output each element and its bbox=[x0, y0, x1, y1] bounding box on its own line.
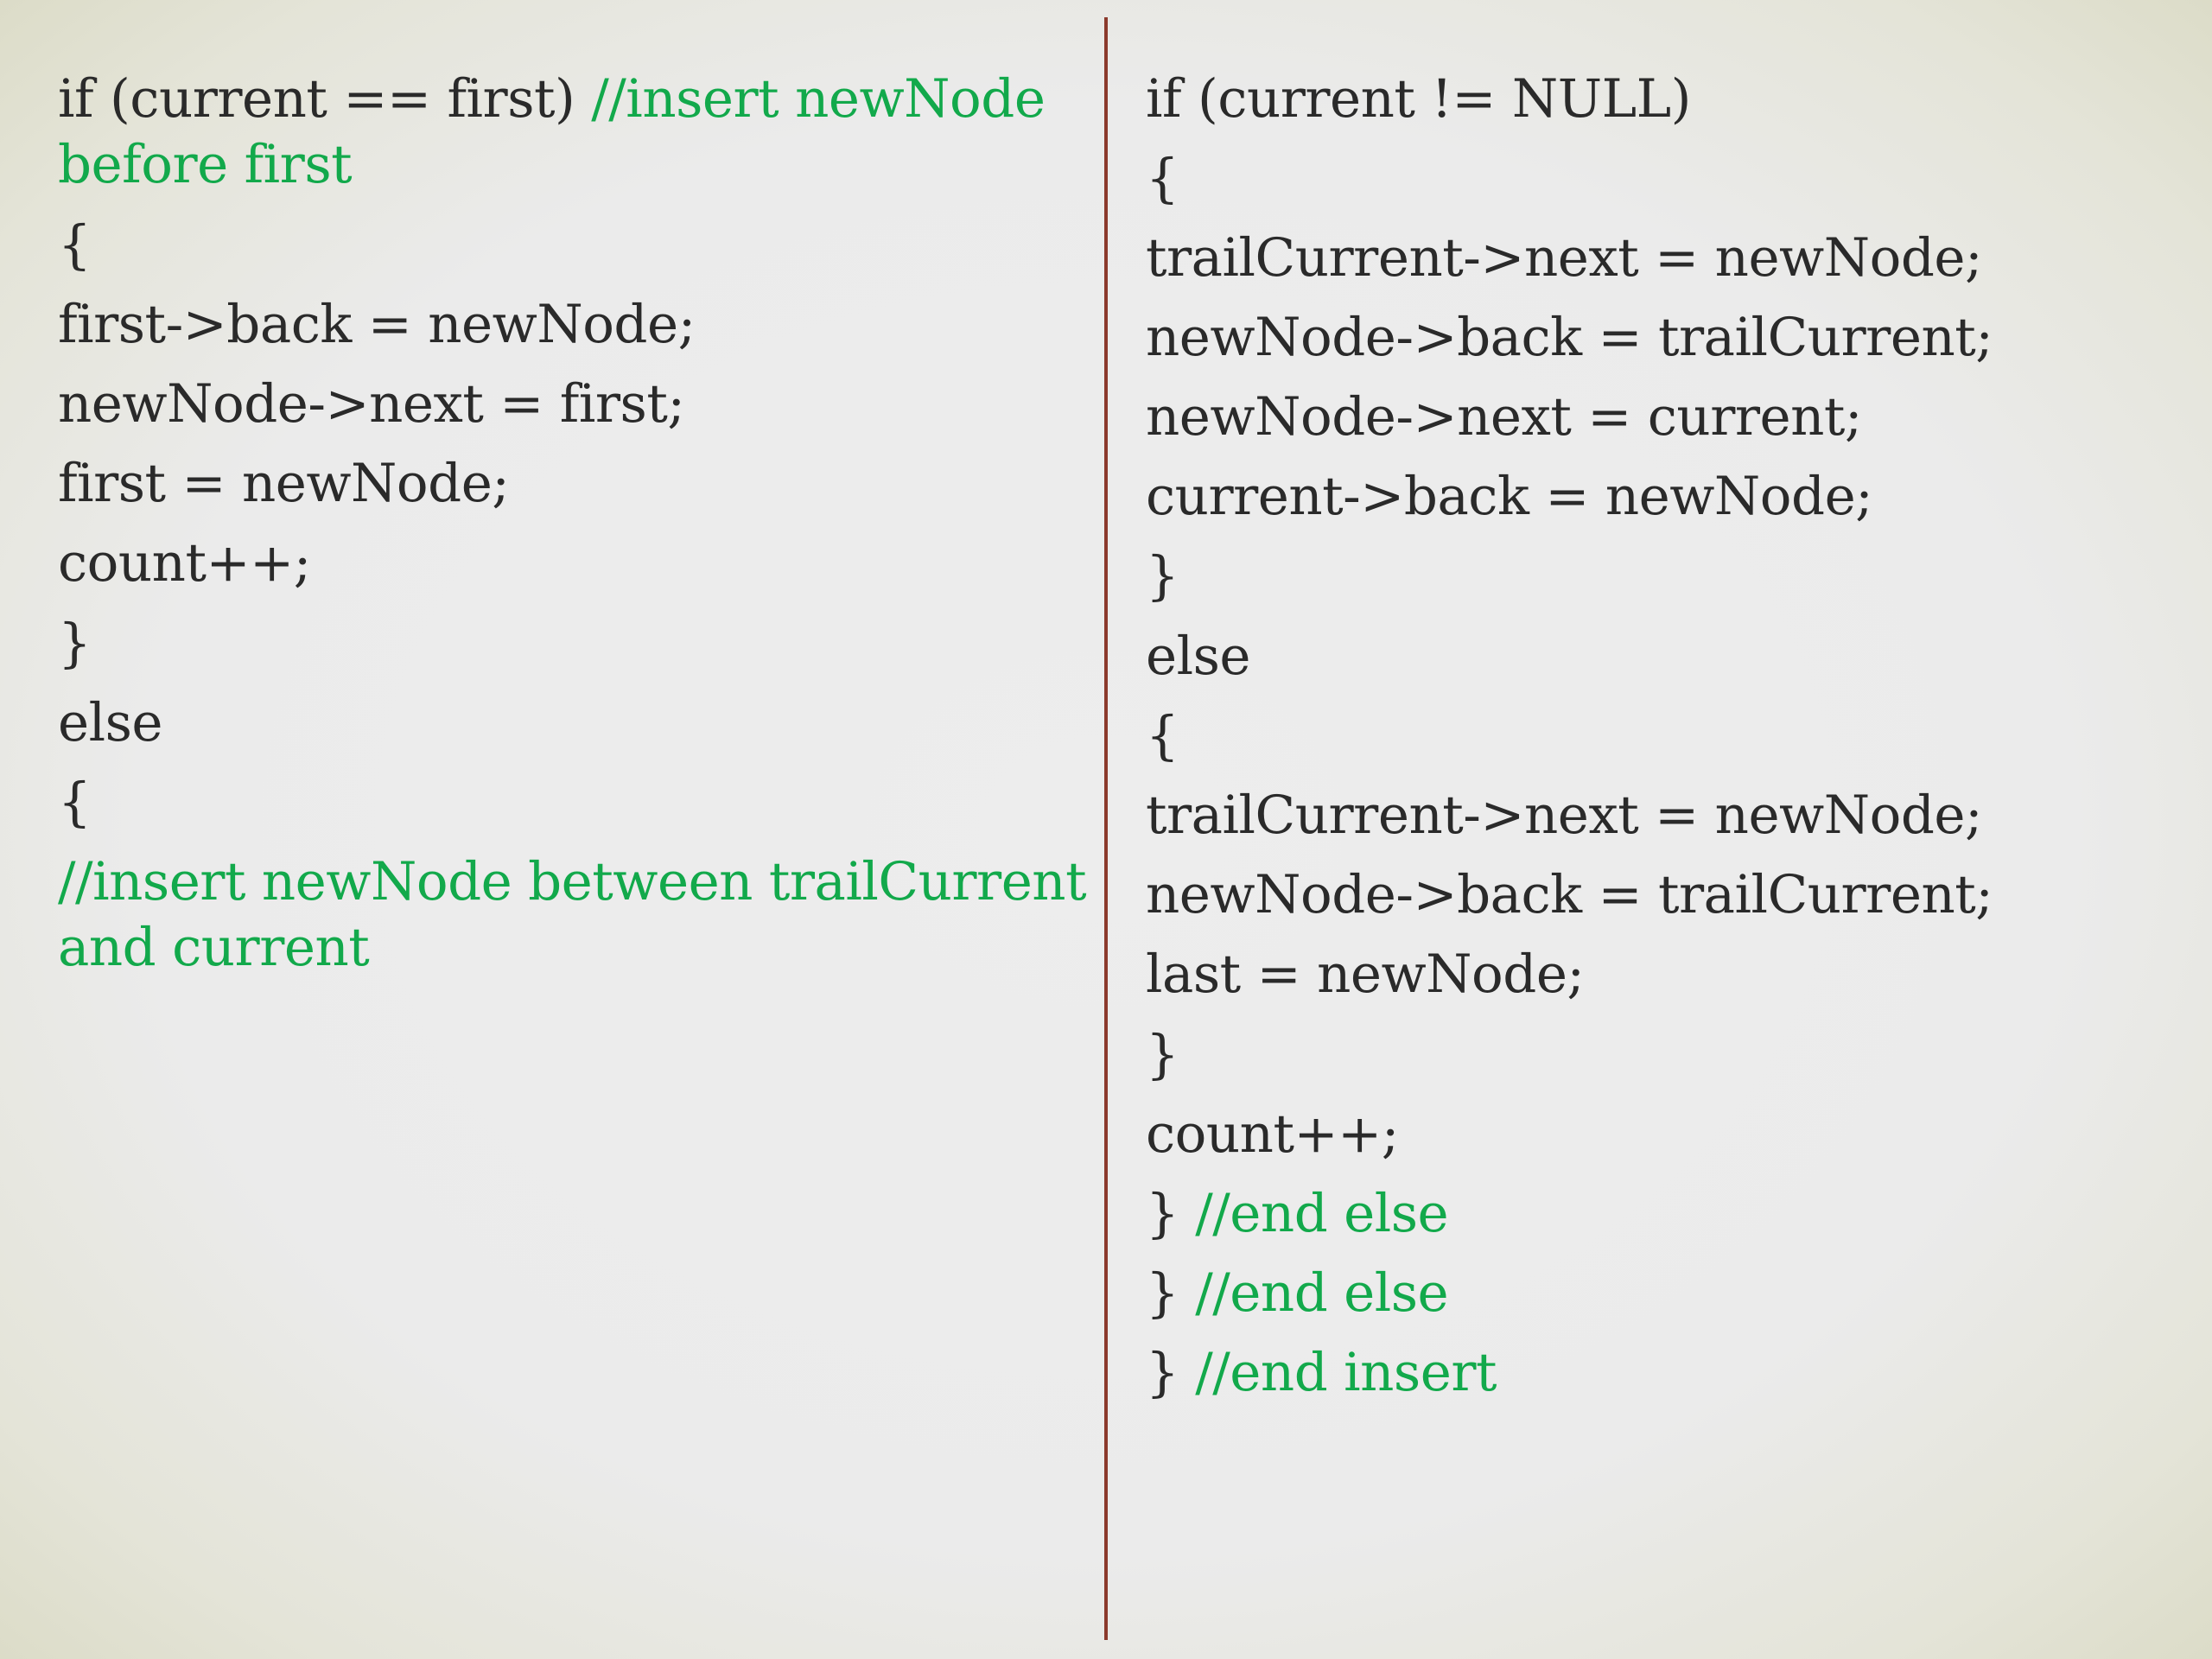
code-text: } bbox=[1146, 1183, 1196, 1244]
code-line: newNode->next = current; bbox=[1146, 385, 1862, 450]
code-text: } bbox=[1146, 1024, 1179, 1085]
code-text: newNode->back = trailCurrent; bbox=[1146, 307, 1993, 368]
code-text: } bbox=[1146, 545, 1179, 607]
code-line: trailCurrent->next = newNode; bbox=[1146, 783, 1983, 849]
code-line: if (current != NULL) bbox=[1146, 67, 1691, 132]
code-text: if (current == first) bbox=[58, 68, 592, 130]
code-line: before first bbox=[58, 132, 353, 198]
code-line: } bbox=[1146, 543, 1179, 609]
code-line: newNode->back = trailCurrent; bbox=[1146, 305, 1993, 371]
code-text: { bbox=[58, 214, 92, 276]
code-comment: and current bbox=[58, 917, 370, 978]
code-text: newNode->next = current; bbox=[1146, 386, 1862, 448]
code-text: first = newNode; bbox=[58, 453, 510, 514]
code-line: //insert newNode between trailCurrent bbox=[58, 849, 1087, 915]
code-line: current->back = newNode; bbox=[1146, 464, 1873, 530]
code-line: else bbox=[1146, 624, 1251, 690]
code-text: if (current != NULL) bbox=[1146, 68, 1691, 130]
code-comment: before first bbox=[58, 134, 353, 195]
code-text: current->back = newNode; bbox=[1146, 466, 1873, 527]
code-line: else bbox=[58, 690, 163, 756]
code-line: if (current == first) //insert newNode bbox=[58, 67, 1046, 132]
code-line: { bbox=[1146, 703, 1179, 769]
code-text: else bbox=[1146, 626, 1251, 687]
code-line: } bbox=[1146, 1022, 1179, 1088]
code-line: count++; bbox=[1146, 1102, 1399, 1167]
code-line: first = newNode; bbox=[58, 451, 510, 517]
code-text: { bbox=[1146, 148, 1179, 209]
code-line: } bbox=[58, 611, 92, 677]
code-line: trailCurrent->next = newNode; bbox=[1146, 226, 1983, 291]
code-line: and current bbox=[58, 915, 370, 981]
code-line: last = newNode; bbox=[1146, 942, 1585, 1007]
code-text: first->back = newNode; bbox=[58, 294, 696, 355]
code-line: newNode->back = trailCurrent; bbox=[1146, 862, 1993, 928]
code-text: last = newNode; bbox=[1146, 944, 1585, 1005]
code-text: } bbox=[1146, 1342, 1196, 1403]
code-text: } bbox=[58, 613, 92, 674]
code-text: count++; bbox=[1146, 1103, 1399, 1165]
code-text: trailCurrent->next = newNode; bbox=[1146, 785, 1983, 846]
code-comment: //insert newNode bbox=[591, 68, 1046, 130]
code-line: } //end insert bbox=[1146, 1340, 1497, 1406]
code-text: trailCurrent->next = newNode; bbox=[1146, 227, 1983, 289]
code-comment: //insert newNode between trailCurrent bbox=[58, 851, 1087, 912]
code-line: count++; bbox=[58, 531, 311, 596]
code-text: { bbox=[1146, 705, 1179, 766]
code-line: first->back = newNode; bbox=[58, 292, 696, 358]
code-text: { bbox=[58, 772, 92, 833]
code-line: { bbox=[58, 770, 92, 836]
column-divider bbox=[1104, 17, 1108, 1640]
code-line: { bbox=[58, 213, 92, 278]
code-comment: //end else bbox=[1195, 1262, 1449, 1324]
code-text: else bbox=[58, 692, 163, 753]
code-line: { bbox=[1146, 146, 1179, 212]
code-text: newNode->next = first; bbox=[58, 373, 685, 435]
code-text: newNode->back = trailCurrent; bbox=[1146, 864, 1993, 925]
code-comment: //end else bbox=[1195, 1183, 1449, 1244]
code-comment: //end insert bbox=[1195, 1342, 1497, 1403]
code-line: } //end else bbox=[1146, 1181, 1449, 1247]
code-text: count++; bbox=[58, 532, 311, 594]
code-line: } //end else bbox=[1146, 1261, 1449, 1326]
code-text: } bbox=[1146, 1262, 1196, 1324]
code-line: newNode->next = first; bbox=[58, 372, 685, 437]
